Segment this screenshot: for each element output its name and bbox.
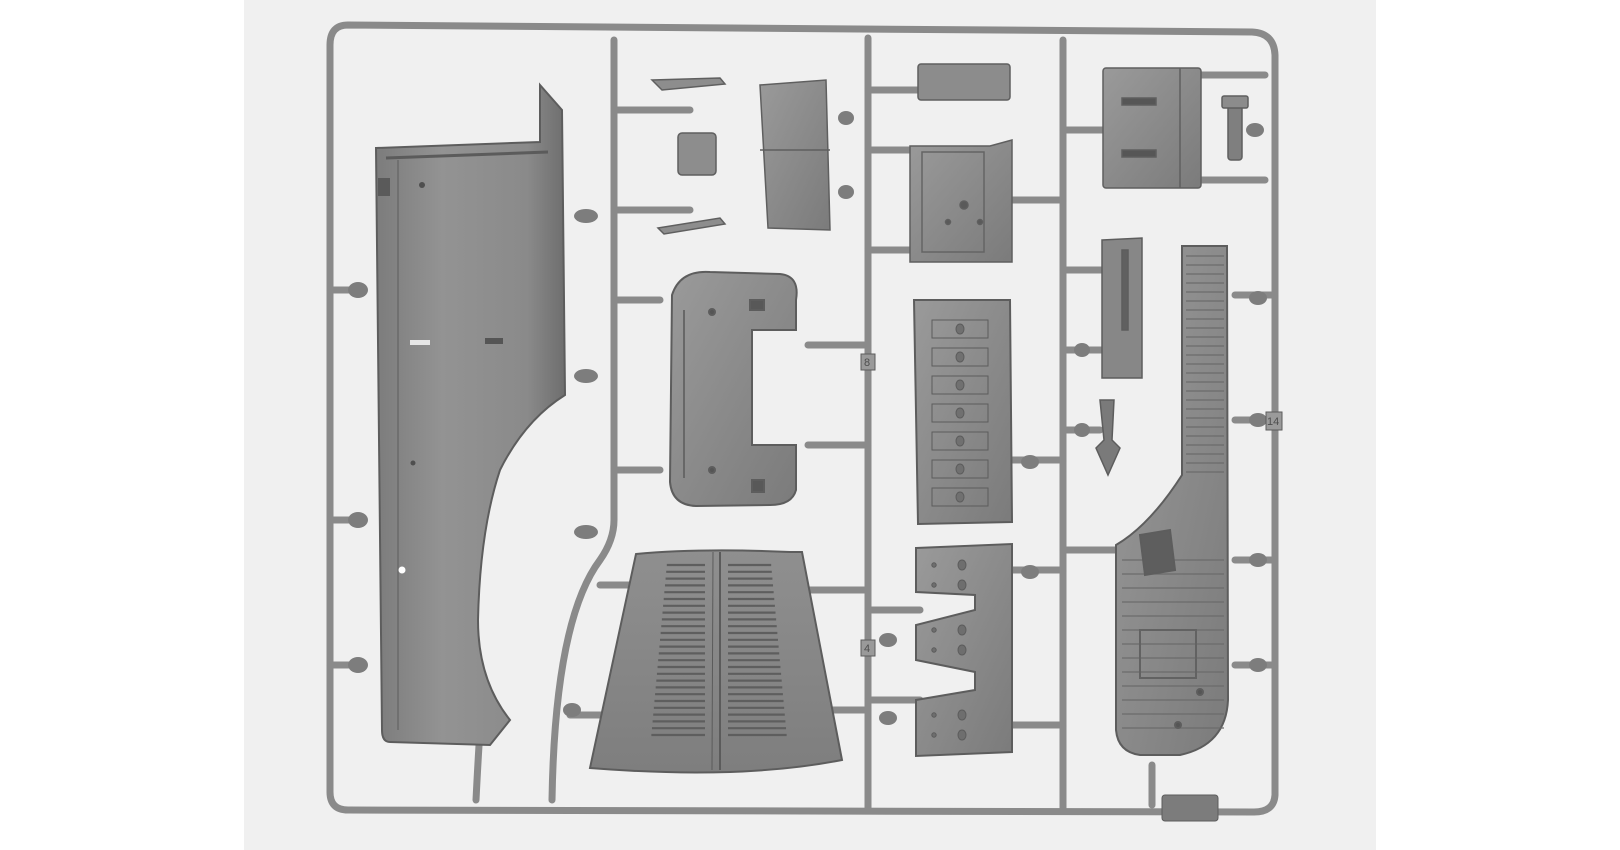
floor-rivet	[955, 351, 965, 363]
sprue-tag-8: 8	[864, 357, 870, 369]
center-top-parts	[909, 63, 1013, 263]
lower-rivet	[957, 624, 967, 636]
floor-slot	[931, 487, 989, 507]
sprue-tag-14: 14	[1267, 416, 1279, 428]
floor-rivet	[955, 379, 965, 391]
fender-panel	[374, 82, 567, 747]
sprue-photo: 8 4 14	[244, 0, 1376, 850]
floor-rivet	[955, 435, 965, 447]
floor-rivet	[955, 323, 965, 335]
floor-rivet	[955, 491, 965, 503]
floor-slot	[931, 431, 989, 451]
sprue-number-tags: 8 4 14	[860, 353, 1283, 657]
lower-rivet	[957, 644, 967, 656]
lower-hole	[931, 562, 937, 568]
running-board	[1115, 245, 1230, 756]
sprue-tag-block	[1161, 794, 1219, 822]
floor-rivet	[955, 463, 965, 475]
photo-panel: 8 4 14	[244, 0, 1376, 850]
sprue-tag-4: 4	[864, 643, 870, 655]
floor-rivet	[955, 407, 965, 419]
right-narrow-parts	[1095, 237, 1143, 477]
lower-rivet	[957, 709, 967, 721]
lower-rivet	[957, 559, 967, 571]
lower-hole	[931, 582, 937, 588]
bracket-parts	[650, 77, 831, 235]
floor-panel	[912, 299, 1014, 526]
sprue-gates	[348, 111, 1267, 725]
lower-hole	[931, 647, 937, 653]
floor-slot	[931, 403, 989, 423]
lower-hole	[931, 627, 937, 633]
floor-slot	[931, 459, 989, 479]
lower-rivet	[957, 579, 967, 591]
floor-slot	[931, 375, 989, 395]
floor-slot	[931, 319, 989, 339]
lower-rivet	[957, 729, 967, 741]
engine-hood	[588, 549, 844, 774]
door-panel	[668, 270, 798, 508]
floor-slot	[931, 347, 989, 367]
lower-panel	[915, 542, 1013, 758]
top-right-box	[1102, 67, 1249, 189]
lower-hole	[931, 732, 937, 738]
lower-hole	[931, 712, 937, 718]
